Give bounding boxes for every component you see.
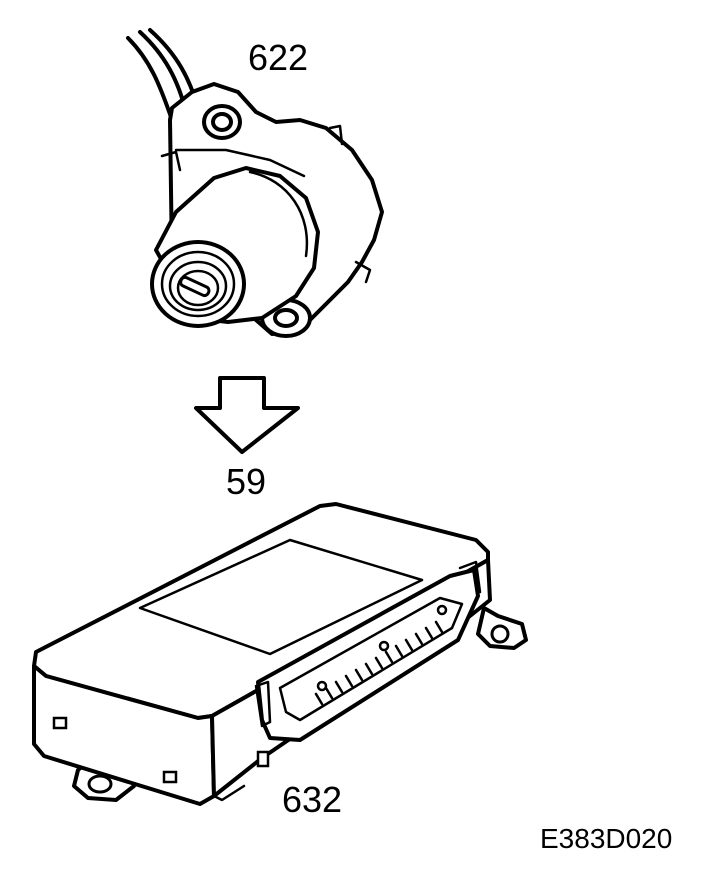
figure-code: E383D020 [540, 823, 672, 854]
label-622: 622 [248, 37, 308, 78]
control-module-icon [32, 502, 528, 806]
label-59: 59 [226, 461, 266, 502]
ignition-switch-icon [126, 28, 384, 338]
label-632: 632 [282, 779, 342, 820]
down-arrow-icon [194, 376, 300, 454]
